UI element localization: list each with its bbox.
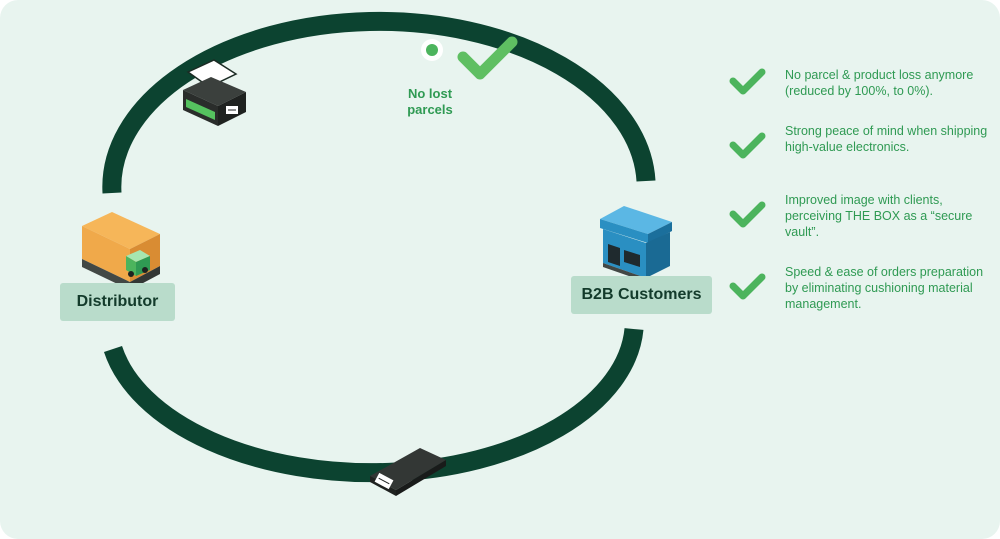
distributor-label: Distributor: [60, 283, 175, 321]
no-lost-parcels-label: No lost parcels: [407, 86, 453, 117]
cycle-arc-top: [102, 11, 656, 194]
checkmark-icon: [729, 201, 766, 228]
cycle-arc-bottom: [103, 328, 644, 483]
shop-icon: [600, 206, 672, 282]
benefit-text: Improved image with clients, perceiving …: [785, 193, 973, 239]
checkmark-icon: [729, 68, 766, 95]
benefits-list: No parcel & product loss anymore (reduce…: [724, 0, 1000, 539]
box-icon: [183, 59, 246, 126]
box-icon: [370, 448, 446, 496]
benefit-text: No parcel & product loss anymore (reduce…: [785, 68, 974, 98]
benefit-text: Speed & ease of orders preparation by el…: [785, 265, 984, 311]
warehouse-icon: [82, 212, 160, 290]
status-node-dot: [421, 39, 443, 61]
benefit-text: Strong peace of mind when shipping high-…: [785, 124, 988, 154]
checkmark-icon: [729, 273, 766, 300]
b2b-customers-label: B2B Customers: [571, 276, 712, 314]
checkmark-icon: [729, 132, 766, 159]
checkmark-icon: [457, 36, 518, 80]
